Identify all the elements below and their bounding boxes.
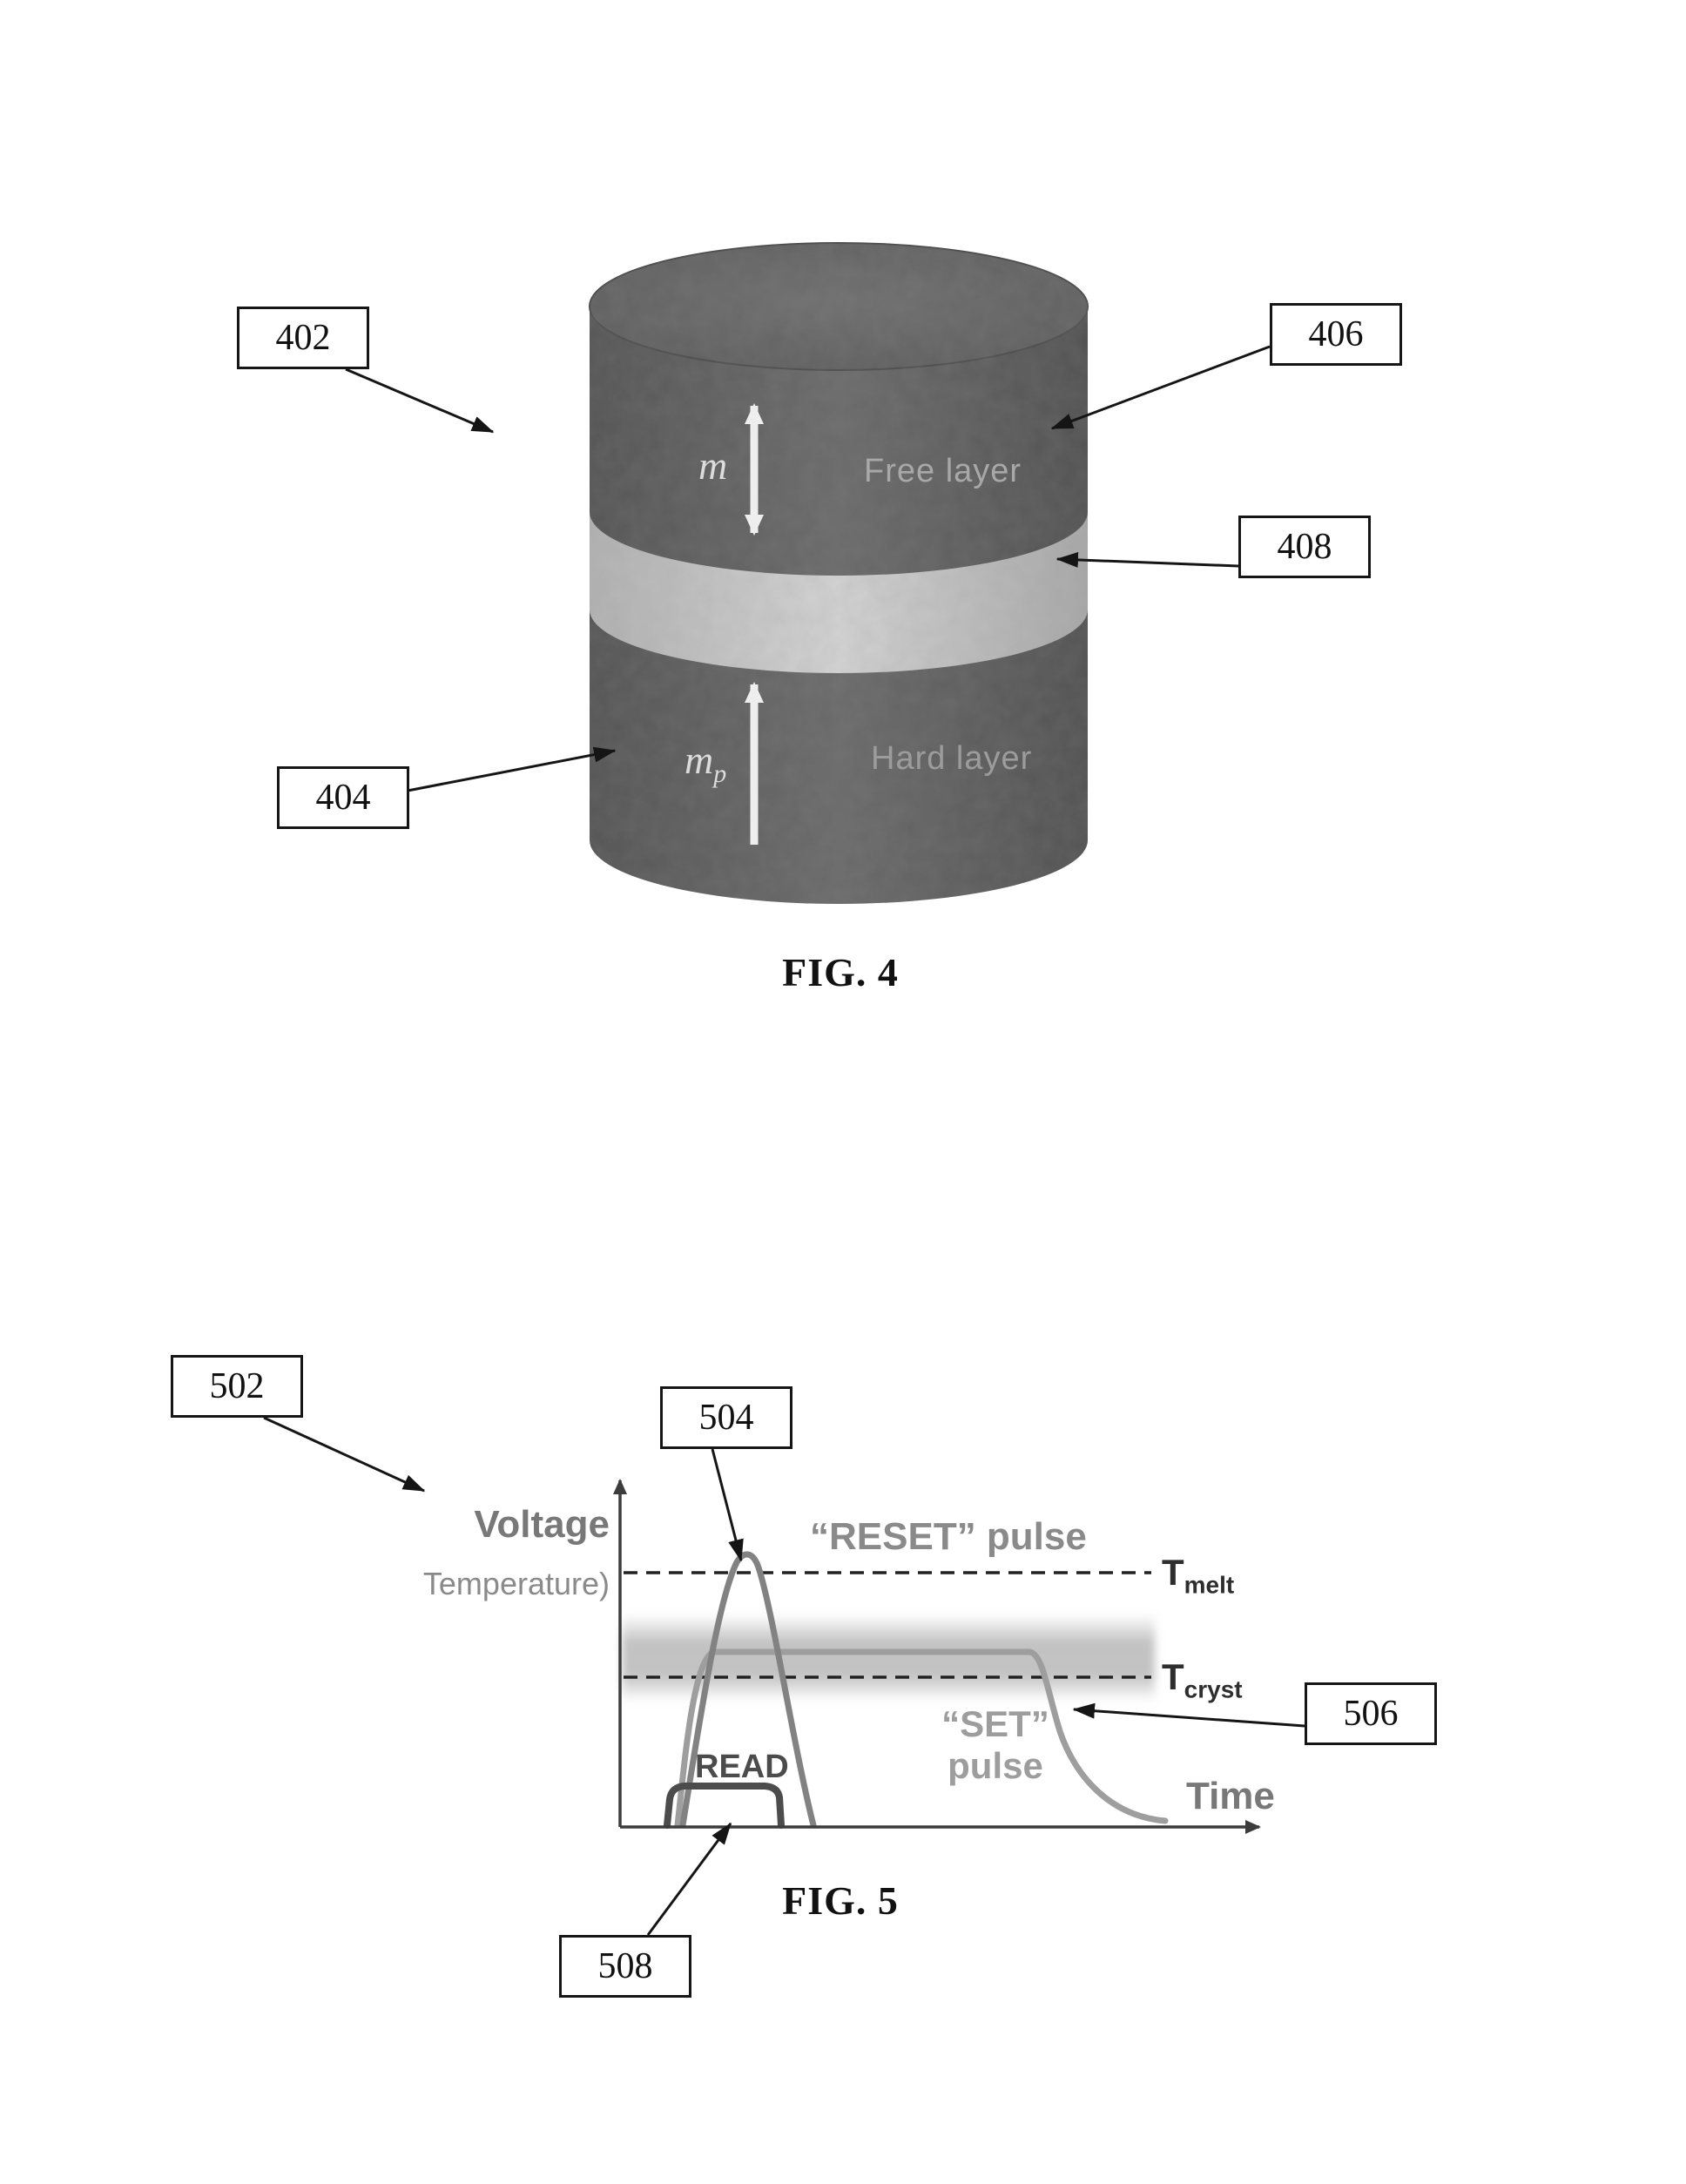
mp-label-sub: p: [713, 759, 727, 789]
t-melt-label: Tmelt: [1162, 1552, 1234, 1599]
hard-layer-label: Hard layer: [871, 740, 1033, 777]
read-pulse-curve: [664, 1783, 785, 1829]
fig5-reference-arrows: [263, 1416, 1305, 1936]
fig4-caption: FIG. 4: [782, 950, 899, 994]
x-axis-label-time: Time: [1186, 1775, 1275, 1817]
t-melt-main: T: [1162, 1552, 1184, 1593]
y-axis-label-voltage: Voltage: [474, 1503, 610, 1546]
ref-404-arrow: [407, 746, 617, 792]
t-cryst-main: T: [1162, 1656, 1184, 1697]
ref-504-arrow: [711, 1448, 744, 1562]
mp-label-main: m: [685, 738, 714, 782]
reset-pulse-label: “RESET” pulse: [810, 1515, 1087, 1558]
mp-label: mp: [685, 737, 726, 789]
ref-label-406: 406: [1270, 303, 1402, 366]
fig4-reference-arrows: [345, 345, 1271, 792]
ref-406-arrow: [1050, 345, 1271, 430]
ref-402-arrow: [345, 367, 495, 434]
set-pulse-label: “SET” pulse: [921, 1703, 1069, 1788]
t-melt-sub: melt: [1184, 1571, 1235, 1599]
ref-506-arrow: [1072, 1702, 1305, 1728]
reset-pulse-curve: [679, 1551, 817, 1829]
free-layer-label: Free layer: [864, 453, 1022, 489]
set-pulse-curve: [674, 1648, 1169, 1829]
ref-label-504: 504: [660, 1386, 792, 1449]
t-cryst-label: Tcryst: [1162, 1656, 1243, 1703]
y-axis-label-temperature: Temperature): [422, 1566, 610, 1601]
ref-408-arrow: [1055, 551, 1239, 568]
ref-label-402: 402: [237, 307, 369, 369]
m-label: m: [698, 443, 728, 488]
ref-label-508: 508: [559, 1935, 691, 1998]
crystallization-zone-band: [622, 1614, 1155, 1702]
pulse-graph: [613, 1479, 1261, 1834]
fig5-caption: FIG. 5: [782, 1878, 899, 1923]
ref-label-408: 408: [1238, 516, 1371, 578]
cylinder-texture: [590, 243, 1088, 904]
read-pulse-label: READ: [695, 1749, 789, 1785]
set-pulse-label-line1: “SET”: [941, 1703, 1049, 1744]
ref-508-arrow: [646, 1822, 732, 1936]
ref-label-506: 506: [1305, 1682, 1437, 1745]
ref-label-404: 404: [277, 766, 409, 829]
ref-502-arrow: [263, 1416, 426, 1493]
ref-label-502: 502: [171, 1355, 303, 1418]
mram-cell-diagram: [589, 242, 1089, 904]
set-pulse-label-line2: pulse: [948, 1745, 1043, 1787]
t-cryst-sub: cryst: [1184, 1675, 1243, 1703]
